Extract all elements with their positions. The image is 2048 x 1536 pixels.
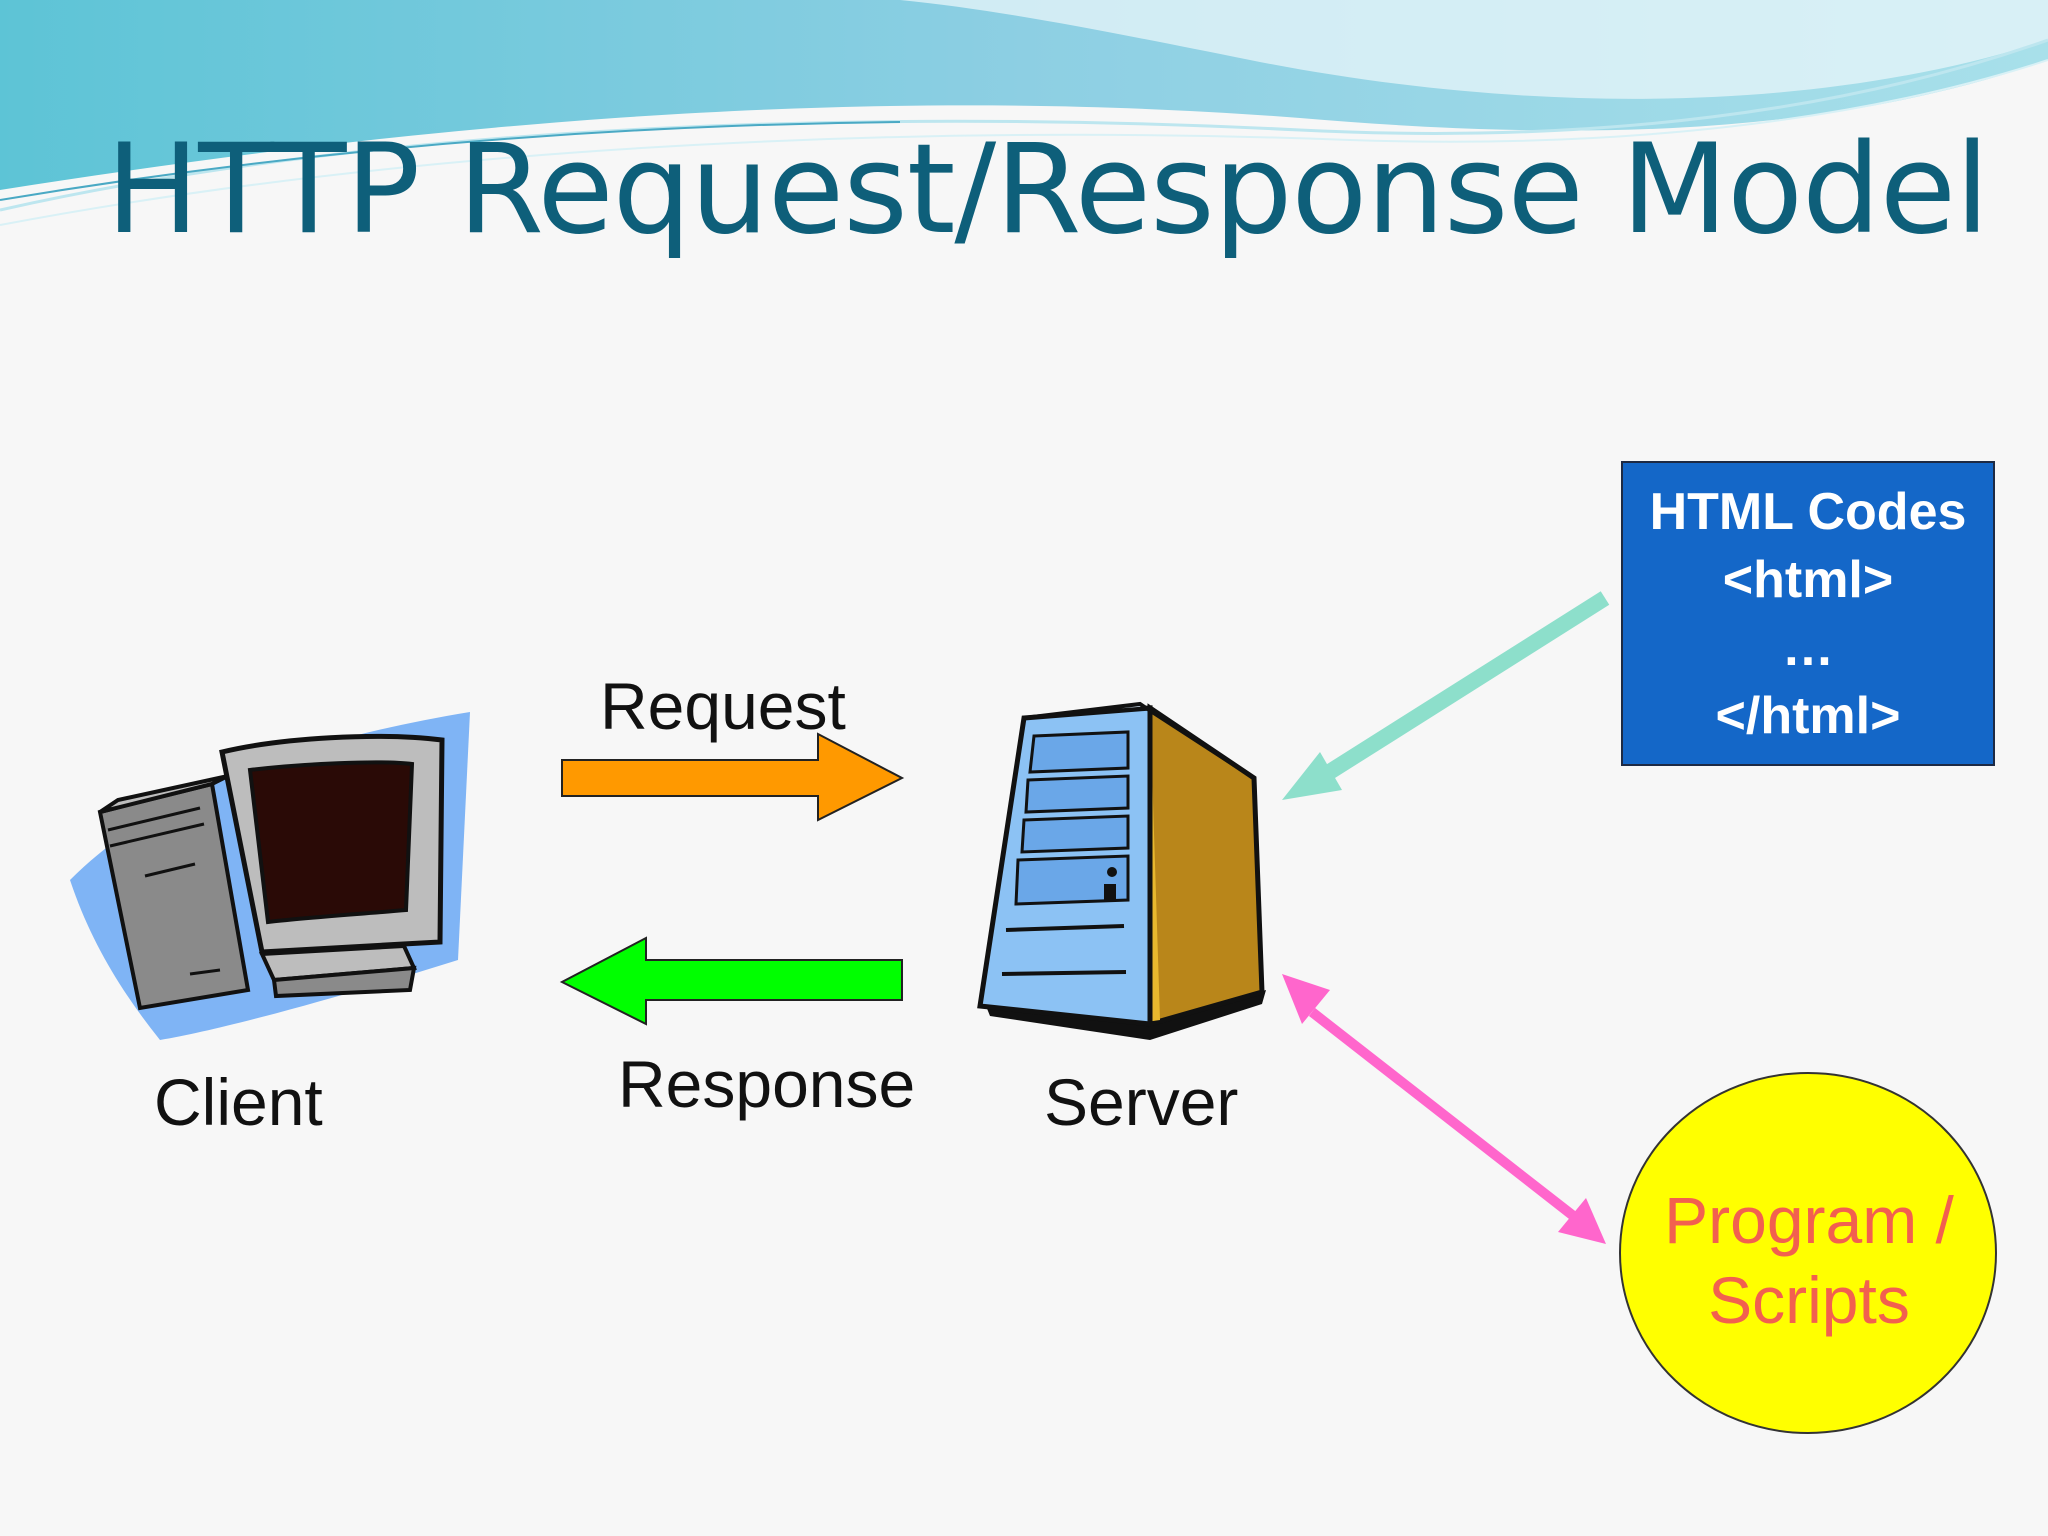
desktop-computer-icon xyxy=(70,712,470,1040)
program-scripts-line-2: Scripts xyxy=(1708,1263,1910,1337)
request-label: Request xyxy=(600,669,846,743)
header-wave-decoration xyxy=(0,0,2048,226)
slide-title: HTTP Request/Response Model xyxy=(106,118,1989,262)
program-scripts-node xyxy=(1619,1072,1997,1434)
server-tower-icon xyxy=(977,701,1266,1040)
response-label: Response xyxy=(618,1047,916,1121)
server-label: Server xyxy=(1044,1065,1239,1139)
program-scripts-label: Program / Scripts xyxy=(1620,1180,1998,1340)
client-label: Client xyxy=(154,1065,323,1139)
html-codes-line-2: <html> xyxy=(1722,550,1894,609)
html-to-server-arrow xyxy=(1282,591,1610,800)
program-scripts-line-1: Program / xyxy=(1664,1183,1954,1257)
response-arrow xyxy=(559,936,903,1026)
server-scripts-arrow xyxy=(1282,974,1606,1244)
html-codes-line-3: … xyxy=(1782,618,1834,677)
html-codes-node: HTML Codes <html> … </html> xyxy=(1621,461,1995,766)
request-arrow xyxy=(561,732,905,822)
html-codes-line-4: </html> xyxy=(1715,686,1901,745)
html-codes-line-1: HTML Codes xyxy=(1649,482,1967,541)
